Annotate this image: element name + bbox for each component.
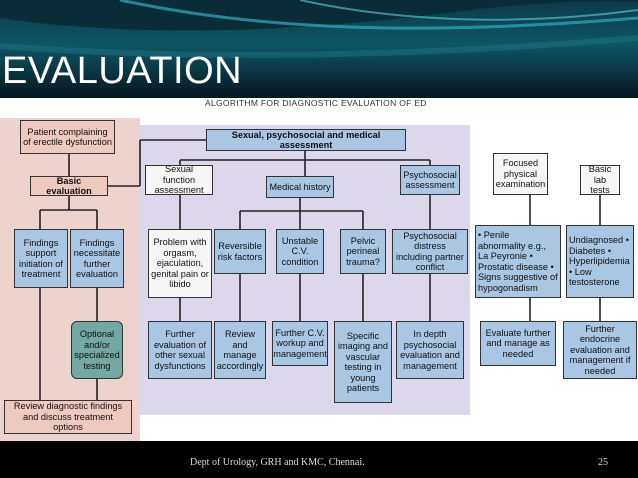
node-psychosocial-distress: Psychosocial distress including partner … [392,229,468,274]
node-pelvic-trauma: Pelvic perineal trauma? [340,229,386,274]
node-undiagnosed-list: Undiagnosed • Diabetes • Hyperlipidemia … [566,225,634,298]
slide-header: EVALUATION [0,0,638,100]
node-focused-physical-exam: Focused physical examination [493,153,548,195]
node-review-findings: Review diagnostic findings and discuss t… [4,400,132,434]
header-wave-decoration [0,0,638,59]
node-optional-testing: Optional and/or specialized testing [71,321,123,379]
slide-title: EVALUATION [2,50,243,92]
node-further-sexual-evaluation: Further evaluation of other sexual dysfu… [148,321,212,379]
node-further-endocrine: Further endocrine evaluation and managem… [563,321,637,379]
node-unstable-cv: Unstable C.V. condition [276,229,324,274]
node-psychosocial-assessment: Psychosocial assessment [400,165,460,195]
node-basic-lab-tests: Basic lab tests [580,164,620,195]
node-assessment-header: Sexual, psychosocial and medical assessm… [206,129,406,151]
node-problem-orgasm: Problem with orgasm, ejaculation, genita… [148,229,212,298]
node-in-depth-psychosocial: In depth psychosocial evaluation and man… [396,321,464,379]
node-medical-history: Medical history [266,176,334,198]
node-penile-abnormality-list: • Penile abnormality e.g., La Peyronie •… [475,225,561,298]
algorithm-title: ALGORITHM FOR DIAGNOSTIC EVALUATION OF E… [205,98,427,108]
node-sexual-function-assessment: Sexual function assessment [145,164,213,195]
node-specific-imaging: Specific imaging and vascular testing in… [334,321,392,403]
node-findings-support: Findings support initiation of treatment [14,229,68,288]
node-review-manage: Review and manage accordingly [214,321,266,379]
footer-department: Dept of Urology, GRH and KMC, Chennai. [190,457,365,468]
diagnostic-algorithm-diagram: ALGORITHM FOR DIAGNOSTIC EVALUATION OF E… [0,98,638,441]
node-reversible-risk: Reversible risk factors [214,229,266,274]
slide-page-number: 25 [598,457,608,468]
node-findings-necessitate: Findings necessitate further evaluation [70,229,124,288]
node-further-cv-workup: Further C.V. workup and management [272,321,328,366]
connector-lines [39,139,601,400]
node-patient-complaint: Patient complaining of erectile dysfunct… [20,120,115,154]
node-basic-evaluation: Basic evaluation [30,176,108,196]
node-evaluate-further: Evaluate further and manage as needed [480,321,556,366]
